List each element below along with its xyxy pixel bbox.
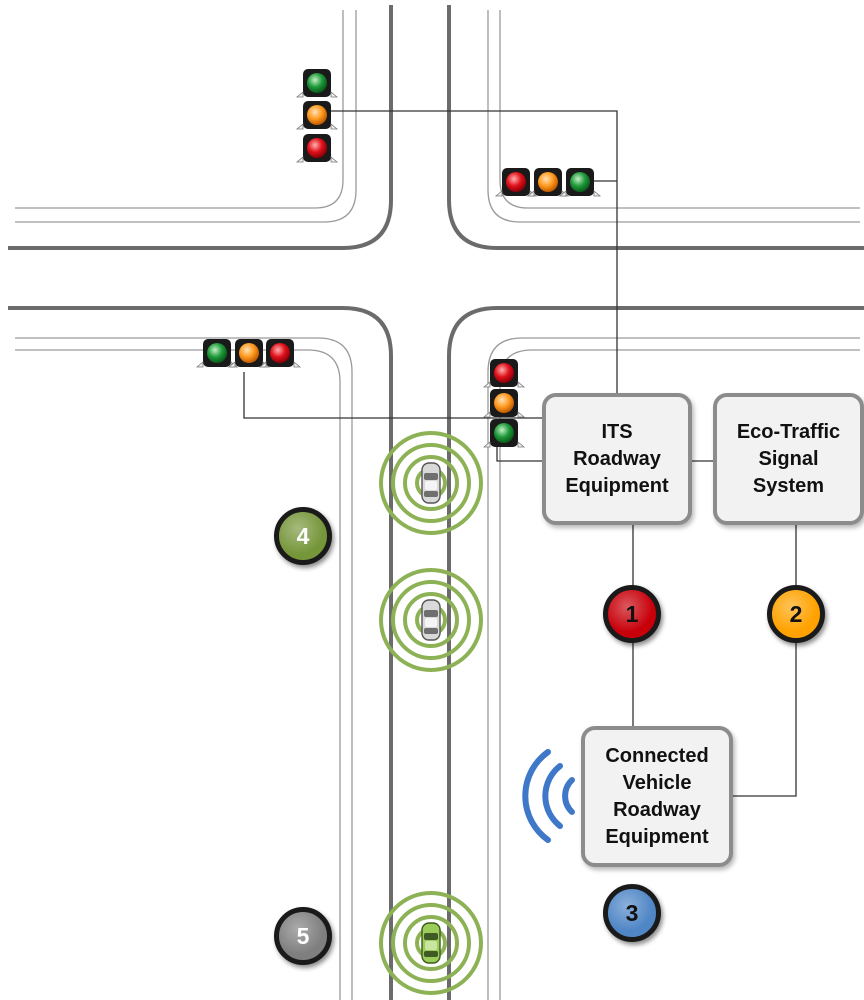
vehicle-3 xyxy=(379,891,483,995)
vehicle-2 xyxy=(379,568,483,672)
connected-vehicle-roadway-equipment-box: Connected Vehicle Roadway Equipment xyxy=(581,726,733,867)
badge-1: 1 xyxy=(603,585,661,643)
connection-lines xyxy=(243,110,797,797)
antenna-wave-icon xyxy=(522,749,575,843)
badge-2: 2 xyxy=(767,585,825,643)
traffic-signal-se xyxy=(483,358,525,448)
eco-traffic-signal-system-box: Eco-Traffic Signal System xyxy=(713,393,864,525)
badge-4: 4 xyxy=(274,507,332,565)
traffic-signal-nw xyxy=(296,68,338,163)
badge-3: 3 xyxy=(603,884,661,942)
traffic-signal-ne xyxy=(495,167,601,197)
badge-5: 5 xyxy=(274,907,332,965)
vehicle-1 xyxy=(379,431,483,535)
its-roadway-equipment-box: ITS Roadway Equipment xyxy=(542,393,692,525)
traffic-signal-sw xyxy=(196,338,301,368)
road-edges xyxy=(8,5,864,1000)
